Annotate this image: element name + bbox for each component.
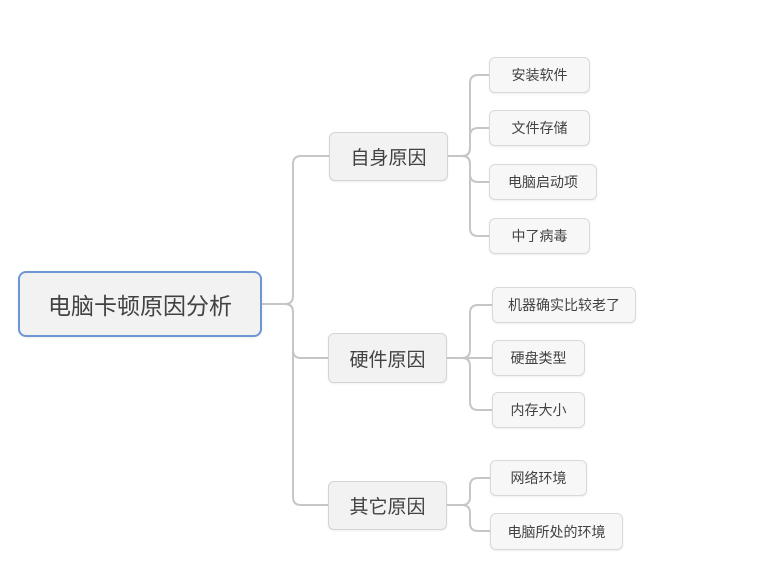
topic-child-computer-environment[interactable]: 电脑所处的环境 — [490, 513, 623, 550]
topic-child-network-environment[interactable]: 网络环境 — [490, 460, 587, 496]
topic-child-memory-size[interactable]: 内存大小 — [492, 392, 585, 428]
topic-root[interactable]: 电脑卡顿原因分析 — [18, 271, 262, 337]
connector-branch1-child-1 — [447, 74, 490, 157]
topic-child-machine-old[interactable]: 机器确实比较老了 — [492, 287, 636, 323]
topic-branch-other-causes[interactable]: 其它原因 — [328, 481, 447, 530]
topic-child-startup-items[interactable]: 电脑启动项 — [489, 164, 597, 200]
connector-root-branch-2 — [261, 303, 330, 359]
topic-child-disk-type[interactable]: 硬盘类型 — [492, 340, 585, 376]
connector-branch2-child-1 — [446, 304, 493, 359]
topic-child-virus[interactable]: 中了病毒 — [489, 218, 590, 254]
topic-branch-self-causes[interactable]: 自身原因 — [329, 132, 448, 181]
connector-branch3-child-2 — [446, 504, 491, 532]
topic-branch-hardware-causes[interactable]: 硬件原因 — [328, 333, 447, 383]
topic-child-file-storage[interactable]: 文件存储 — [489, 110, 590, 146]
connector-root-branch-1 — [261, 155, 330, 305]
topic-child-install-software[interactable]: 安装软件 — [489, 57, 590, 93]
connector-branch1-child-2 — [447, 127, 490, 157]
connector-branch3-child-1 — [446, 477, 491, 506]
connector-branch1-child-4 — [447, 155, 490, 237]
connector-root-branch-3 — [261, 303, 330, 506]
connector-branch2-child-3 — [446, 357, 493, 411]
